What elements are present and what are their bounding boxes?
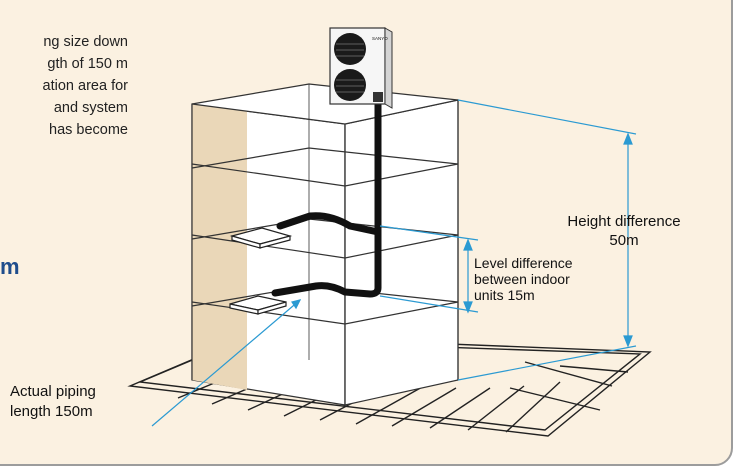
intro-line: ng size down xyxy=(43,34,128,50)
piping-length-value: length 150m xyxy=(10,403,93,420)
fan-icon xyxy=(334,69,366,101)
piping-length-label: Actual piping xyxy=(10,383,96,400)
intro-line: has become xyxy=(49,122,128,138)
intro-paragraph: ng size down gth of 150 m ation area for… xyxy=(0,31,128,141)
fan-icon xyxy=(334,33,366,65)
accent-heading-fragment: m xyxy=(0,254,20,279)
level-difference-label: Level difference xyxy=(474,255,573,271)
level-difference-label-2: between indoor xyxy=(474,271,570,287)
outdoor-unit: SANYO xyxy=(329,27,393,109)
height-difference-label: Height difference xyxy=(567,213,680,230)
refrigerant-piping xyxy=(271,98,382,298)
height-difference-value: 50m xyxy=(609,232,638,249)
dimension-lines xyxy=(151,99,637,427)
indoor-unit-upper xyxy=(229,227,293,249)
intro-line: gth of 150 m xyxy=(47,56,128,72)
intro-line: and system xyxy=(53,100,128,116)
intro-line: ation area for xyxy=(42,78,128,94)
level-difference-value: units 15m xyxy=(474,287,535,303)
building xyxy=(191,83,459,406)
indoor-unit-lower xyxy=(229,295,287,315)
unit-brand-label: SANYO xyxy=(372,36,388,41)
